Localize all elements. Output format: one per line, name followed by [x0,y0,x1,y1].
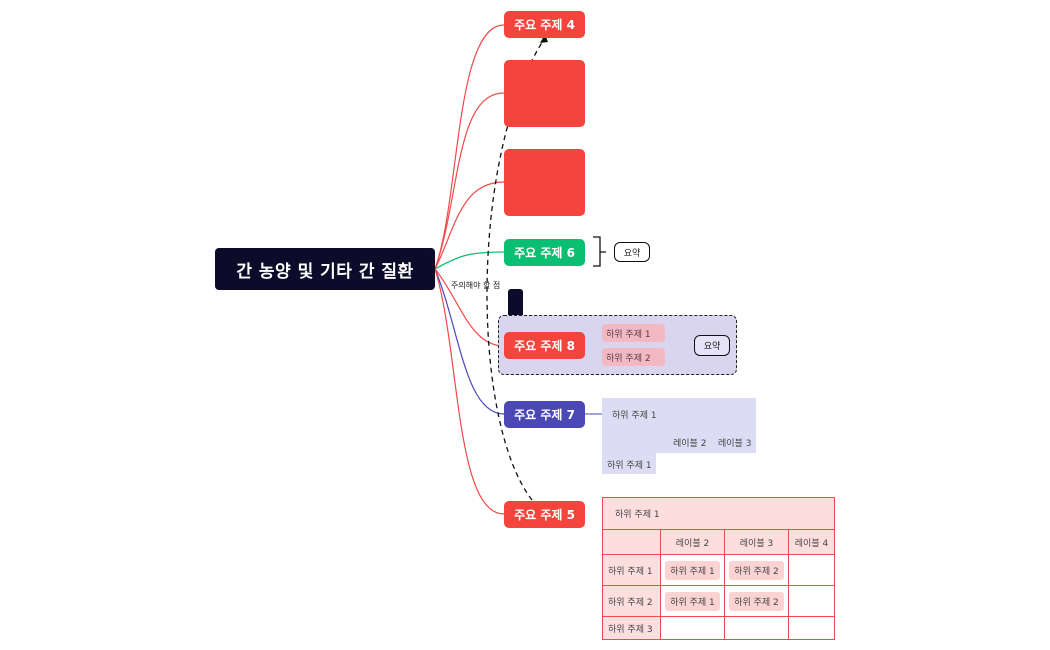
topic-7-level-2[interactable]: 레이블 2 [673,439,707,449]
topic-8[interactable]: 주요 주제 8 [504,332,585,359]
branch-topic-6 [434,251,505,270]
topic-8-subtopic-1[interactable]: 하위 주제 1 [602,324,665,342]
matrix-col-header-3[interactable]: 레이블 4 [788,529,835,555]
branch-topic-7 [434,268,505,415]
topic-8-subtopic-2[interactable]: 하위 주제 2 [602,348,665,366]
topic-image-placeholder-1[interactable] [504,60,585,127]
matrix-cell [724,616,789,640]
branch-topic-red-1 [434,92,505,270]
matrix-row-header-2[interactable]: 하위 주제 2 [602,585,661,617]
relationship-label[interactable]: 주의해야 할 점 [451,281,501,290]
topic-7-level-3[interactable]: 레이블 3 [718,439,752,449]
summary-label-6[interactable]: 요약 [614,242,650,262]
matrix-title[interactable]: 하위 주제 1 [602,497,835,530]
summary-brace-6 [593,236,606,267]
topic-7-block [602,398,756,453]
matrix-cell [788,554,835,586]
matrix-cell: 하위 주제 2 [724,585,789,617]
matrix-chip[interactable]: 하위 주제 1 [665,560,720,580]
matrix-col-header-2[interactable]: 레이블 3 [724,529,789,555]
matrix-chip[interactable]: 하위 주제 2 [729,560,784,580]
matrix-cell: 하위 주제 2 [724,554,789,586]
matrix-corner-cell [602,529,661,555]
matrix-cell: 하위 주제 1 [660,554,725,586]
matrix-chip[interactable]: 하위 주제 2 [729,591,784,611]
matrix-col-header-1[interactable]: 레이블 2 [660,529,725,555]
boundary-tab[interactable] [508,289,523,317]
topic-7-block-tail [602,453,656,474]
matrix-chip[interactable]: 하위 주제 1 [665,591,720,611]
topic-4[interactable]: 주요 주제 4 [504,11,585,38]
central-topic[interactable]: 간 농양 및 기타 간 질환 [215,248,435,290]
matrix-cell [788,585,835,617]
branch-topic-red-2 [434,181,505,270]
topic-5[interactable]: 주요 주제 5 [504,501,585,528]
matrix-cell [660,616,725,640]
topic-image-placeholder-2[interactable] [504,149,585,216]
topic-7-subtopic-b[interactable]: 하위 주제 1 [607,461,652,471]
summary-label-8[interactable]: 요약 [694,335,730,356]
topic-6[interactable]: 주요 주제 6 [504,239,585,266]
topic-5-matrix: 하위 주제 1 레이블 2 레이블 3 레이블 4 하위 주제 1 하위 주제 … [602,497,835,640]
relationship-arrowhead [540,34,548,43]
matrix-row-header-3[interactable]: 하위 주제 3 [602,616,661,640]
branch-topic-8 [434,268,505,347]
topic-7[interactable]: 주요 주제 7 [504,401,585,428]
matrix-cell [788,616,835,640]
branch-topic-5 [434,268,505,515]
matrix-cell: 하위 주제 1 [660,585,725,617]
topic-7-subtopic-a[interactable]: 하위 주제 1 [612,411,657,421]
matrix-row-header-1[interactable]: 하위 주제 1 [602,554,661,586]
